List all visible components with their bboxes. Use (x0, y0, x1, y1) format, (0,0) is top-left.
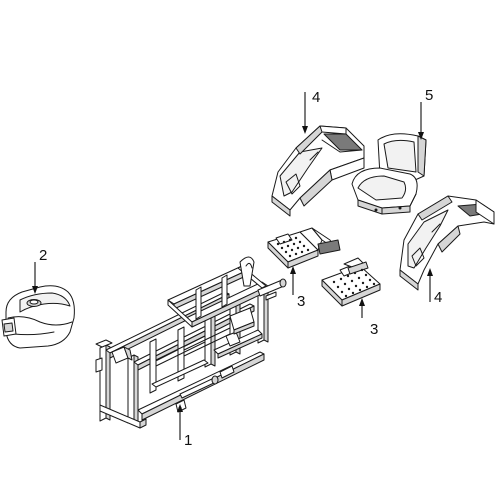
footrest-left (267, 227, 341, 269)
arrow-4b (427, 268, 433, 276)
arrow-2 (32, 286, 38, 294)
fuel-tank (1, 285, 75, 349)
callout-1: 1 (184, 432, 192, 449)
arrow-1 (177, 404, 183, 412)
arrow-5 (418, 132, 424, 140)
callout-3a: 3 (297, 293, 305, 310)
fender-left (271, 125, 365, 217)
arrow-4a (302, 126, 308, 134)
callout-4b: 4 (434, 289, 442, 306)
callout-2: 2 (39, 247, 47, 264)
footrest-right (321, 257, 381, 307)
arrow-3a (290, 266, 296, 274)
callout-5: 5 (425, 87, 433, 104)
callout-labels: 1 2 3 3 4 4 5 (39, 87, 442, 449)
arrow-3b (359, 298, 365, 306)
callout-3b: 3 (370, 321, 378, 338)
callout-4a: 4 (312, 89, 320, 106)
callout-leaders (32, 92, 433, 440)
fender-right (399, 195, 495, 291)
seat (351, 133, 427, 215)
frame (95, 256, 287, 429)
